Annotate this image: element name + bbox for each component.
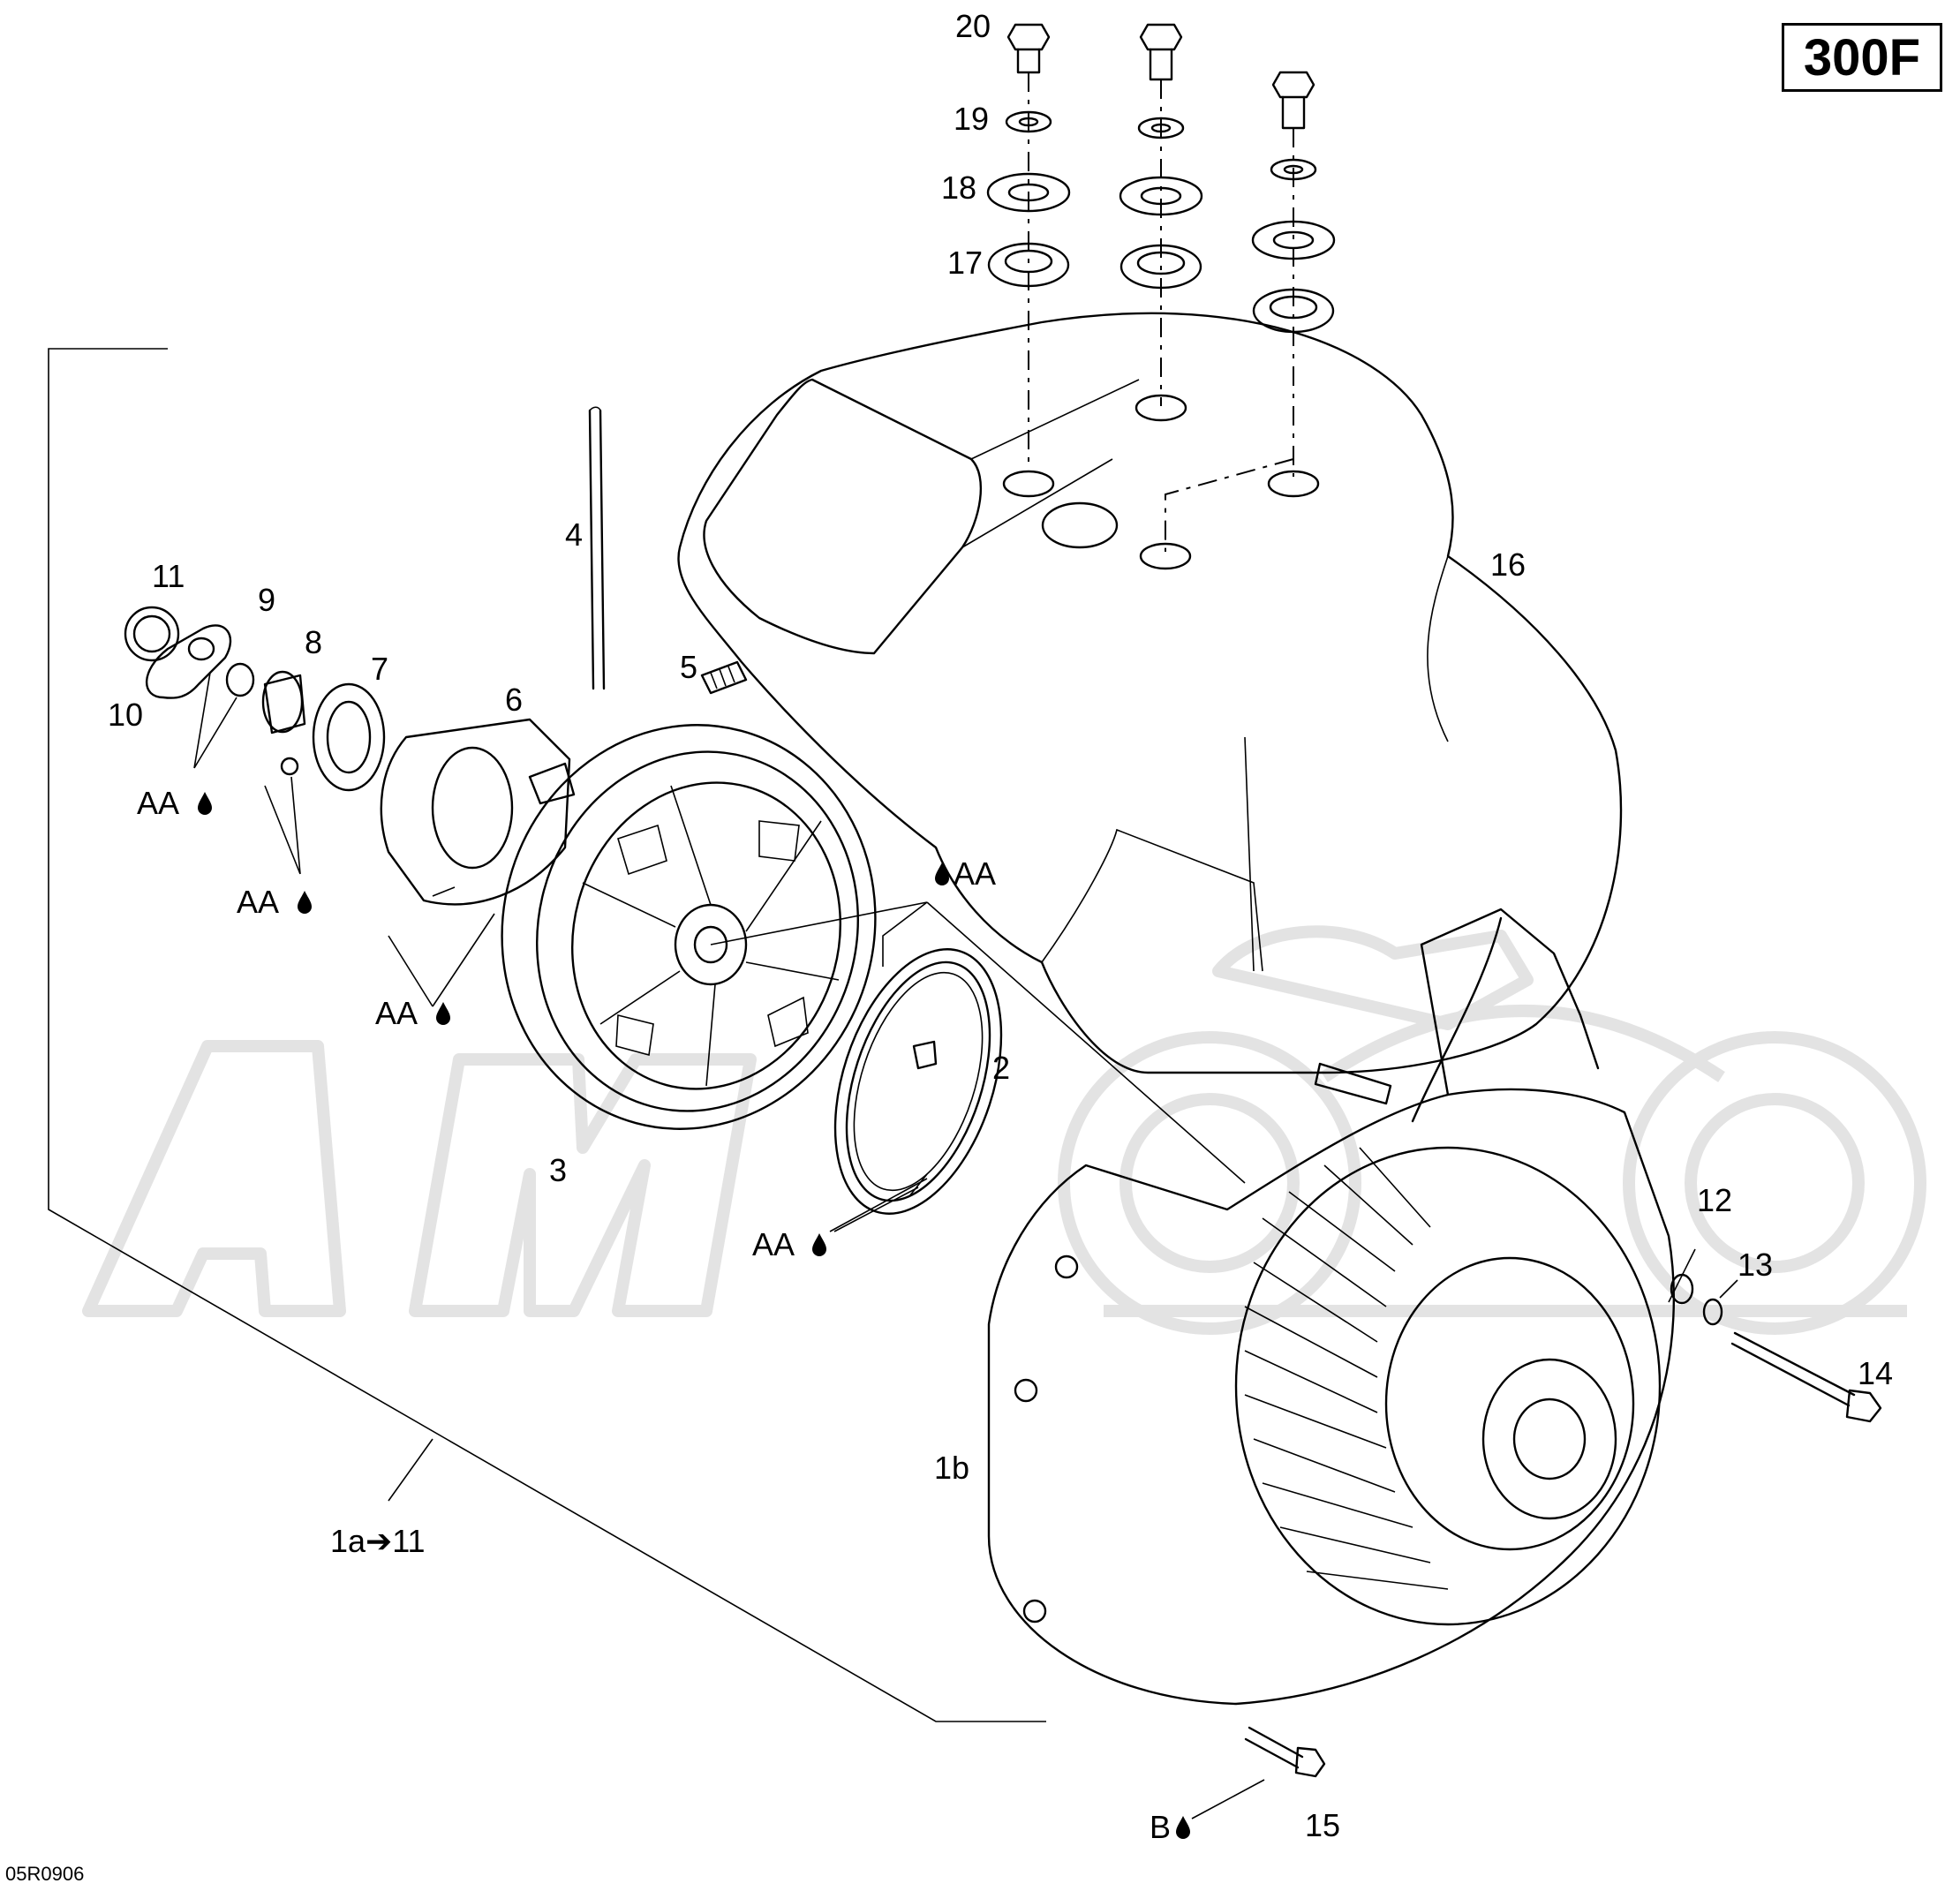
oil-drop-icon (935, 863, 949, 885)
svg-text:AA: AA (375, 995, 418, 1031)
svg-text:AA: AA (752, 1226, 795, 1262)
callout-7: 7 (371, 651, 388, 687)
key-part (700, 660, 748, 695)
callout-1b: 1b (934, 1450, 969, 1486)
callout-1a: 1a➔11 (330, 1523, 426, 1559)
callout-10: 10 (108, 697, 143, 733)
lube-marker-3: AA (375, 995, 450, 1031)
callout-16: 16 (1490, 546, 1526, 583)
callout-4: 4 (565, 516, 583, 553)
subassembly-bracket (48, 348, 1046, 1722)
fastener-stack-middle (1119, 23, 1203, 406)
callout-18: 18 (941, 170, 976, 206)
callout-13: 13 (1738, 1247, 1773, 1283)
lubricant-markers: AA AA AA AA AA B (137, 785, 1190, 1845)
callout-12: 12 (1697, 1182, 1732, 1218)
leader-lines (193, 672, 1738, 1819)
callout-11: 11 (152, 558, 185, 594)
callout-19: 19 (954, 101, 989, 137)
lube-marker-1: AA (137, 785, 212, 821)
callout-3: 3 (549, 1152, 567, 1188)
starter-housing (987, 908, 1676, 1706)
lube-marker-5: AA (752, 1226, 826, 1262)
oil-drop-icon (812, 1233, 826, 1256)
oil-drop-icon (198, 792, 212, 815)
lube-marker-b: B (1150, 1809, 1190, 1845)
svg-text:B: B (1150, 1809, 1171, 1845)
recoil-spring (833, 948, 1003, 1215)
oil-drop-icon (436, 1002, 450, 1025)
callout-5: 5 (680, 649, 697, 685)
rewind-small-parts (124, 606, 576, 906)
callout-8: 8 (305, 624, 322, 660)
callout-15: 15 (1305, 1807, 1340, 1843)
fastener-stack-right (1251, 71, 1336, 477)
callout-14: 14 (1858, 1355, 1893, 1391)
lube-marker-2: AA (237, 884, 312, 920)
callout-6: 6 (505, 682, 523, 718)
svg-text:AA: AA (954, 855, 996, 892)
callout-labels: 20 19 18 17 16 4 5 6 7 8 9 10 11 3 2 1b … (108, 8, 1893, 1843)
callout-17: 17 (947, 245, 983, 281)
svg-text:AA: AA (137, 785, 179, 821)
svg-text:AA: AA (237, 884, 279, 920)
lube-marker-4: AA (935, 855, 996, 892)
fastener-stack-left (986, 23, 1071, 468)
oil-drop-icon (1176, 1816, 1190, 1839)
housing-fasteners (1244, 1273, 1882, 1778)
callout-2: 2 (992, 1050, 1010, 1086)
model-badge: 300F (1782, 23, 1942, 92)
oil-drop-icon (298, 891, 312, 914)
fan-housing-cover (677, 312, 1623, 1074)
drawing-reference: 05R0906 (5, 1863, 85, 1885)
rope-pulley (501, 724, 877, 1130)
watermark-logo (82, 925, 1926, 1335)
callout-9: 9 (258, 582, 275, 618)
starter-rope (588, 406, 606, 690)
callout-20: 20 (955, 8, 991, 44)
